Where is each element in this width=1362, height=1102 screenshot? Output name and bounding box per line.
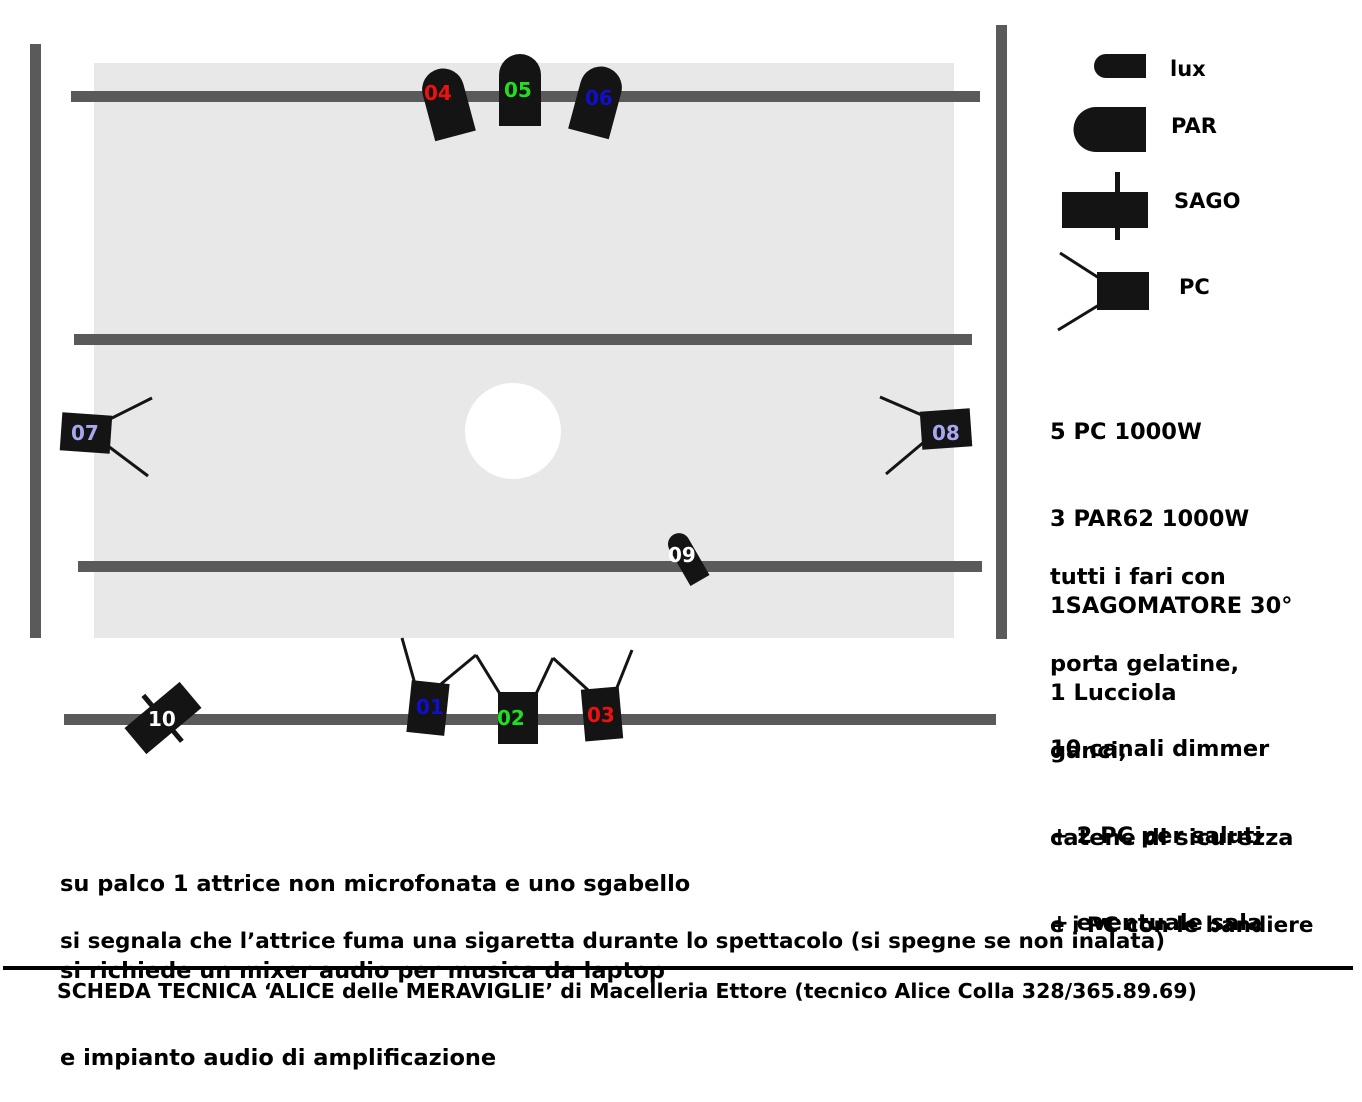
smoking-note: si segnala che l’attrice fuma una sigare…	[60, 929, 1166, 954]
accessories-note: tutti i fari con porta gelatine, ganci, …	[1050, 505, 1313, 969]
stage-note-line: su palco 1 attrice non microfonata e uno…	[60, 871, 691, 897]
fixture-08-pc	[879, 395, 973, 476]
fixture-07-pc	[59, 396, 153, 478]
fixture-09-lux	[668, 533, 710, 587]
equipment-item: 1 Lucciola	[1050, 680, 1177, 706]
accessories-line: tutti i fari con	[1050, 564, 1226, 590]
side-pipe-right	[996, 25, 1007, 639]
fixture-01-label: 01	[416, 695, 444, 719]
truss-midstage	[74, 334, 972, 345]
equipment-item: 3 PAR62 1000W	[1050, 506, 1250, 532]
stage-note-line: si richiede un mixer audio per musica da…	[60, 958, 665, 984]
legend-label-sago: SAGO	[1174, 189, 1241, 213]
equipment-item: 1SAGOMATORE 30°	[1050, 593, 1293, 619]
legend-label-par: PAR	[1171, 114, 1217, 138]
fixture-06-label: 06	[585, 86, 613, 110]
fixture-02-label: 02	[497, 706, 525, 730]
fixture-08-label: 08	[932, 421, 960, 445]
stage-notes: su palco 1 attrice non microfonata e uno…	[60, 812, 690, 1102]
legend-lux-symbol	[1094, 54, 1146, 78]
truss-downstage	[78, 561, 982, 572]
dimmer-line: + eventuale sala	[1050, 910, 1263, 936]
accessories-line: e i PC con le bandiere	[1050, 913, 1314, 938]
footer-title: SCHEDA TECNICA ‘ALICE delle MERAVIGLIE’ …	[57, 979, 1197, 1003]
fixture-03-label: 03	[587, 703, 615, 727]
equipment-item: 5 PC 1000W	[1050, 419, 1202, 445]
legend-sago-symbol	[1062, 172, 1148, 240]
footer-rule	[3, 966, 1353, 970]
fixture-04-par	[422, 68, 476, 142]
fixture-04-label: 04	[424, 81, 452, 105]
legend-label-lux: lux	[1170, 57, 1206, 81]
fixture-01-pc	[400, 637, 477, 736]
fixture-05-label: 05	[504, 78, 532, 102]
fixture-07-label: 07	[71, 421, 99, 445]
stage-note-line: e impianto audio di amplificazione	[60, 1045, 497, 1071]
equipment-list: 5 PC 1000W 3 PAR62 1000W 1SAGOMATORE 30°…	[1050, 360, 1293, 737]
fixture-03-pc	[551, 649, 634, 742]
dimmer-line: 10 canali dimmer	[1050, 736, 1270, 762]
fixture-05-par	[499, 54, 541, 126]
legend-label-pc: PC	[1179, 275, 1210, 299]
fixture-10-sago	[124, 681, 202, 755]
side-pipe-left	[30, 44, 41, 638]
accessories-line: porta gelatine,	[1050, 651, 1239, 677]
center-spot	[465, 383, 561, 479]
fixture-09-label: 09	[668, 543, 696, 567]
fixture-02-pc	[474, 654, 555, 744]
legend-pc-symbol	[1057, 251, 1149, 332]
stage-floor	[94, 63, 954, 638]
stage-plot: 04 05 06 07 08 09 01 02	[3, 25, 1353, 970]
fixture-10-label: 10	[148, 707, 176, 731]
fixture-06-par	[568, 66, 622, 140]
legend-par-symbol	[1073, 107, 1146, 152]
dimmer-line: + 2 PC per saluti	[1050, 823, 1263, 849]
dimmer-note: 10 canali dimmer + 2 PC per saluti + eve…	[1050, 677, 1269, 967]
accessories-line: catene di sicurezza	[1050, 825, 1294, 851]
accessories-line: ganci,	[1050, 738, 1127, 764]
